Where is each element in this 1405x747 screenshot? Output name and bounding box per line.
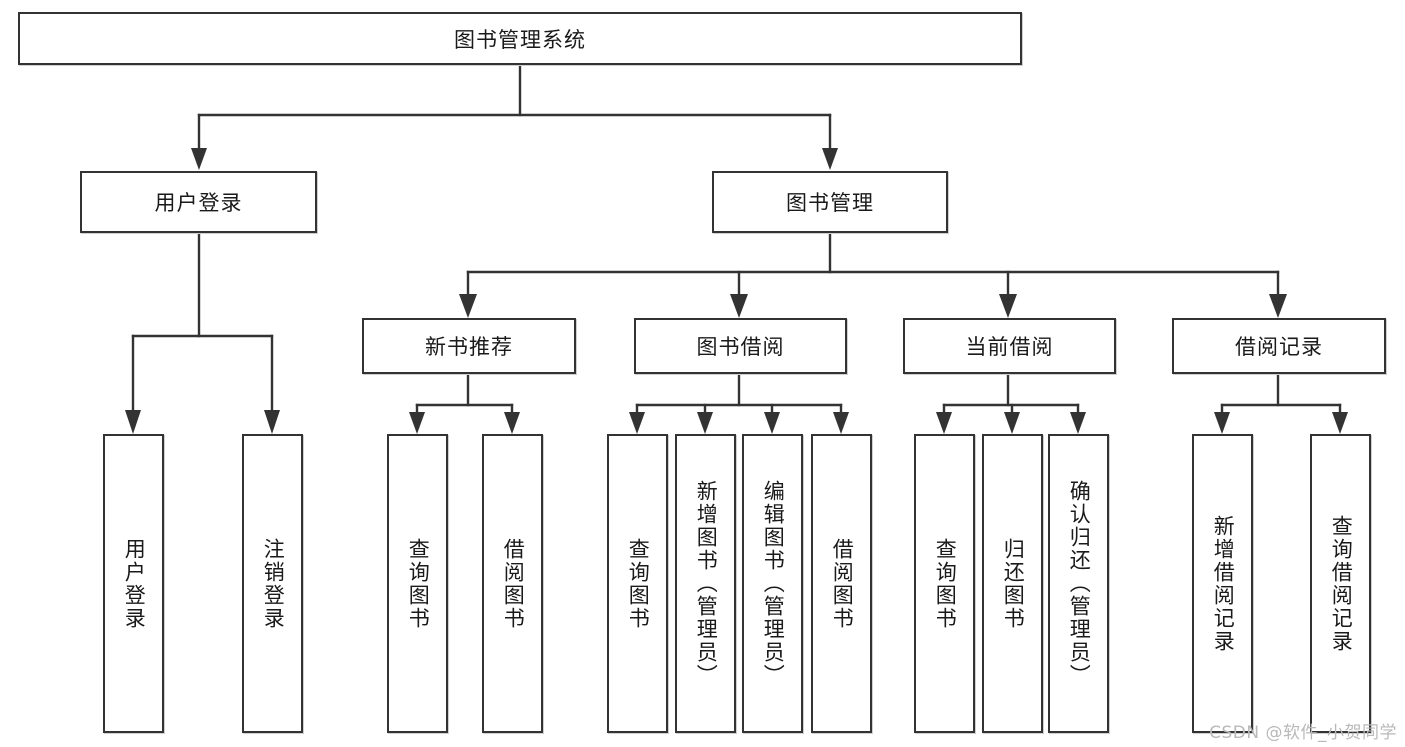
arrowhead-leaf-user-login	[125, 410, 141, 434]
leaf-edit-book-admin[interactable]: 编辑图书（管理员）	[742, 434, 803, 733]
leaf-return-book[interactable]: 归还图书	[982, 434, 1043, 733]
node-label: 借阅记录	[1235, 335, 1323, 359]
arrowhead-leaf-query-book-1	[409, 412, 425, 434]
leaf-borrow-book[interactable]: 借阅图书	[811, 434, 872, 733]
node-label: 借阅图书	[830, 537, 855, 630]
leaf-query-book-newbook[interactable]: 查询图书	[387, 434, 448, 733]
arrowhead-leaf-borrow-book-1	[504, 412, 520, 434]
node-book-borrow[interactable]: 图书借阅	[634, 318, 847, 374]
arrowhead-leaf-return-book	[1004, 412, 1020, 434]
leaf-borrow-book-newbook[interactable]: 借阅图书	[482, 434, 543, 733]
arrowhead-leaf-edit-book	[764, 412, 780, 434]
node-label: 查询图书	[626, 537, 651, 630]
node-label: 新书推荐	[425, 335, 513, 359]
leaf-query-book-borrow[interactable]: 查询图书	[607, 434, 668, 733]
node-book-management[interactable]: 图书管理	[712, 171, 948, 233]
leaf-add-book-admin[interactable]: 新增图书（管理员）	[675, 434, 736, 733]
node-label: 用户登录	[154, 191, 243, 215]
arrowhead-leaf-query-book-2	[629, 412, 645, 434]
arrowhead-new-book	[459, 294, 477, 318]
node-user-login[interactable]: 用户登录	[80, 171, 317, 233]
node-label: 用户登录	[122, 537, 147, 630]
node-label: 图书管理系统	[454, 27, 586, 52]
arrowhead-leaf-confirm-return	[1070, 412, 1086, 434]
leaf-query-book-current[interactable]: 查询图书	[914, 434, 975, 733]
node-label: 图书管理	[786, 191, 874, 215]
node-label: 确认归还（管理员）	[1067, 480, 1092, 687]
node-label: 借阅图书	[501, 537, 526, 630]
watermark-text: CSDN @软件_小贺同学	[1209, 723, 1397, 743]
node-label: 当前借阅	[965, 335, 1054, 359]
arrowhead-leaf-add-book	[697, 412, 713, 434]
node-label: 图书借阅	[696, 335, 785, 359]
node-label: 查询图书	[933, 537, 958, 630]
node-label: 查询图书	[406, 537, 431, 630]
leaf-confirm-return-admin[interactable]: 确认归还（管理员）	[1048, 434, 1109, 733]
leaf-add-borrow-record[interactable]: 新增借阅记录	[1192, 434, 1253, 733]
leaf-user-login[interactable]: 用户登录	[103, 434, 164, 733]
node-current-borrow[interactable]: 当前借阅	[903, 318, 1116, 374]
arrowhead-leaf-logout	[264, 410, 280, 434]
arrowhead-book-borrow	[730, 294, 748, 318]
node-root-book-management-system[interactable]: 图书管理系统	[18, 12, 1022, 65]
node-label: 新增借阅记录	[1211, 514, 1236, 653]
arrowhead-borrow-record	[1269, 294, 1287, 318]
node-label: 注销登录	[261, 537, 286, 630]
node-label: 编辑图书（管理员）	[761, 480, 786, 687]
node-label: 归还图书	[1001, 537, 1026, 630]
node-label: 新增图书（管理员）	[694, 480, 719, 687]
node-label: 查询借阅记录	[1329, 514, 1354, 653]
arrowhead-leaf-add-record	[1214, 412, 1230, 434]
leaf-query-borrow-record[interactable]: 查询借阅记录	[1310, 434, 1371, 733]
leaf-logout[interactable]: 注销登录	[242, 434, 303, 733]
arrowhead-leaf-query-book-3	[936, 412, 952, 434]
arrowhead-leaf-query-record	[1332, 412, 1348, 434]
arrowhead-current-borrow	[999, 294, 1017, 318]
arrowhead-leaf-borrow-book-2	[833, 412, 849, 434]
arrowhead-user-login	[191, 148, 207, 170]
arrowhead-book-manage	[822, 148, 838, 170]
node-borrow-record[interactable]: 借阅记录	[1172, 318, 1386, 374]
node-new-book-recommend[interactable]: 新书推荐	[362, 318, 576, 374]
